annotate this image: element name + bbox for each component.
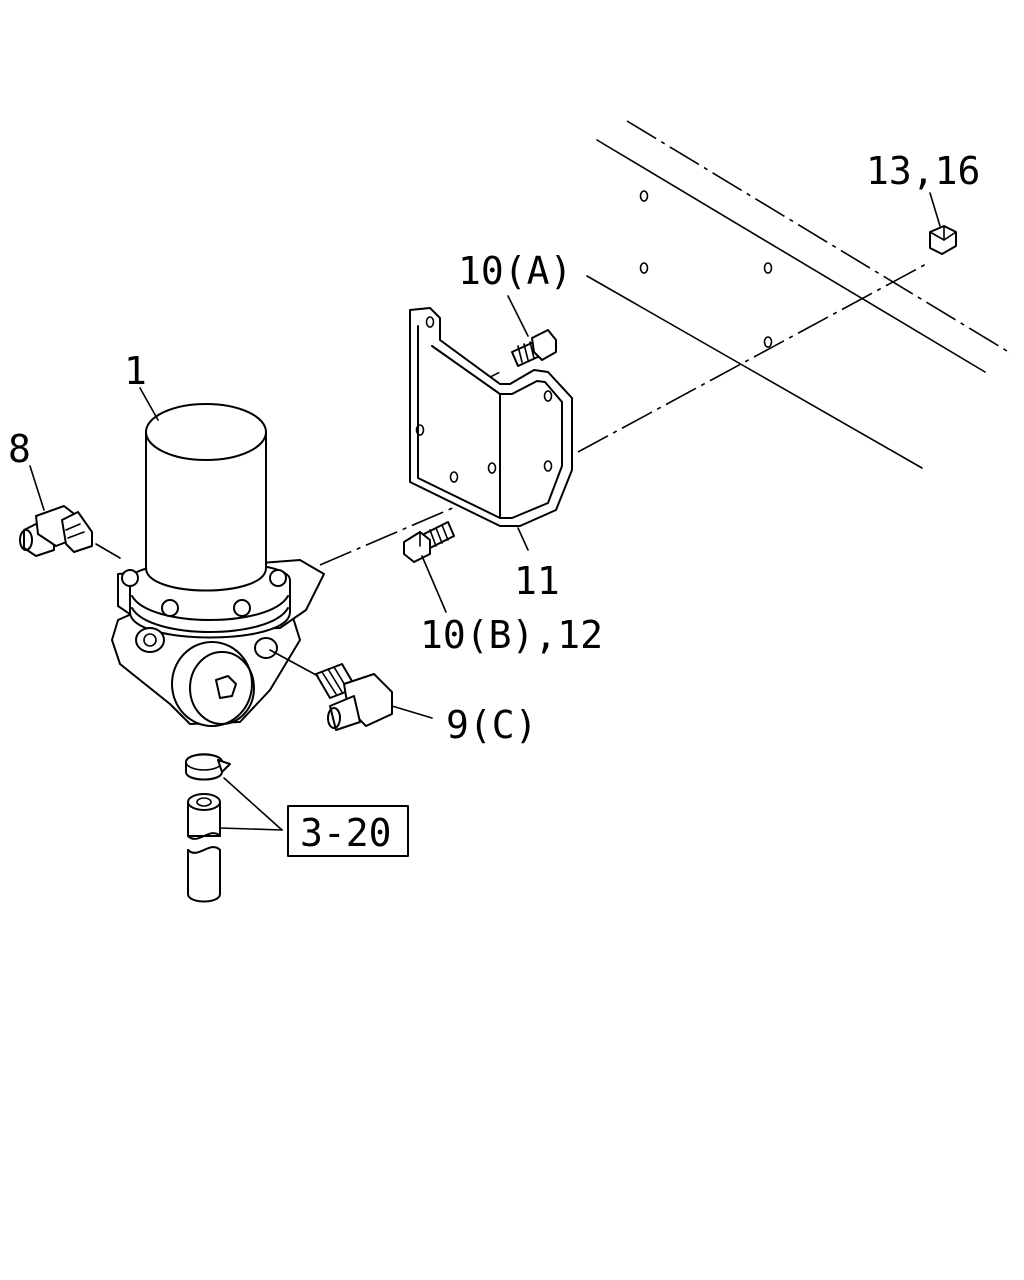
air-dryer-icon [111,403,325,727]
bolt-icon [511,329,557,367]
leader-lines [29,192,941,831]
centerline-upper [577,261,931,453]
nut-icon [929,225,957,255]
elbow-fitting-icon [315,663,393,731]
reference-box [287,805,409,857]
callout-13-16: 13,16 [866,149,980,193]
frame-rail-icon [586,120,1013,469]
leader-8-to-dryer [95,543,121,559]
callout-9c: 9(C) [446,703,538,747]
bracket-icon [409,307,573,527]
elbow-fitting-icon [19,505,93,557]
callout-3-20: 3-20 [300,811,392,855]
leader-dryer-to-9c [269,649,319,677]
callout-1: 1 [124,349,147,393]
callout-10b-12: 10(B),12 [420,613,603,657]
callout-8: 8 [8,427,31,471]
bolt-icon [403,521,455,563]
callout-11: 11 [514,559,560,603]
hose-clamp-icon [185,753,231,903]
callout-10a: 10(A) [458,249,572,293]
